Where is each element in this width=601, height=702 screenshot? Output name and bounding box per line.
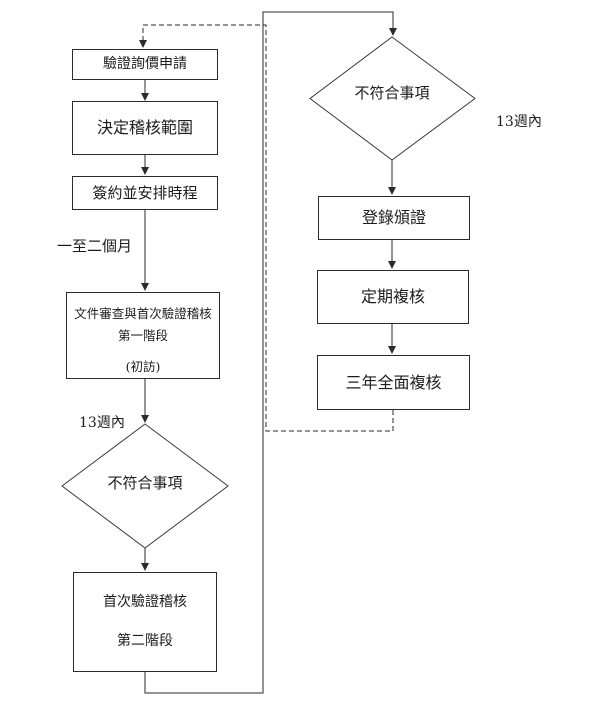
- node-initial-audit-stage2: 首次驗證稽核 第二階段: [73, 572, 217, 672]
- connector-stage2-to-nc-right: [144, 11, 397, 694]
- node-label: 決定稽核範圍: [96, 118, 193, 137]
- diamond-shape-nc-right: [309, 36, 476, 161]
- annotation-text: 13週內: [496, 114, 542, 130]
- node-label-line1: 文件審查與首次驗證稽核: [74, 306, 212, 321]
- label-13-weeks-left: 13週內: [79, 412, 125, 432]
- annotation-text: 一至二個月: [57, 237, 133, 255]
- node-label-line3: (初訪): [125, 359, 161, 374]
- node-label: 驗證詢價申請: [103, 55, 187, 72]
- node-periodic-review: 定期複核: [317, 270, 469, 324]
- node-label-line2: 第一階段: [117, 328, 168, 343]
- label-one-to-two-months: 一至二個月: [57, 235, 132, 256]
- node-label-line1: 首次驗證稽核: [103, 594, 187, 610]
- label-13-weeks-right: 13週內: [496, 111, 542, 131]
- node-document-review-stage1: 文件審查與首次驗證稽核 第一階段 (初訪): [66, 292, 220, 379]
- diamond-shape-nc-left: [61, 423, 229, 549]
- node-certification-inquiry-application: 驗證詢價申請: [72, 49, 218, 80]
- node-label: 登錄頒證: [361, 208, 426, 227]
- node-determine-audit-scope: 決定稽核範圍: [72, 101, 218, 155]
- node-label: 三年全面複核: [345, 372, 442, 392]
- node-label: 定期複核: [360, 287, 425, 306]
- node-triennial-full-review: 三年全面複核: [317, 355, 470, 410]
- decision-text: 不符合事項: [107, 474, 183, 492]
- connector-triennial-to-inquiry-dashed: [139, 24, 394, 432]
- node-contract-and-schedule: 簽約並安排時程: [72, 176, 218, 210]
- node-registration-certification: 登錄頒證: [318, 196, 470, 240]
- decision-text: 不符合事項: [354, 84, 430, 102]
- decision-label-nc-left: 不符合事項: [85, 472, 205, 493]
- node-label: 簽約並安排時程: [92, 183, 198, 202]
- node-label-line2: 第二階段: [117, 632, 173, 649]
- annotation-text: 13週內: [79, 415, 125, 431]
- decision-label-nc-right: 不符合事項: [332, 82, 452, 103]
